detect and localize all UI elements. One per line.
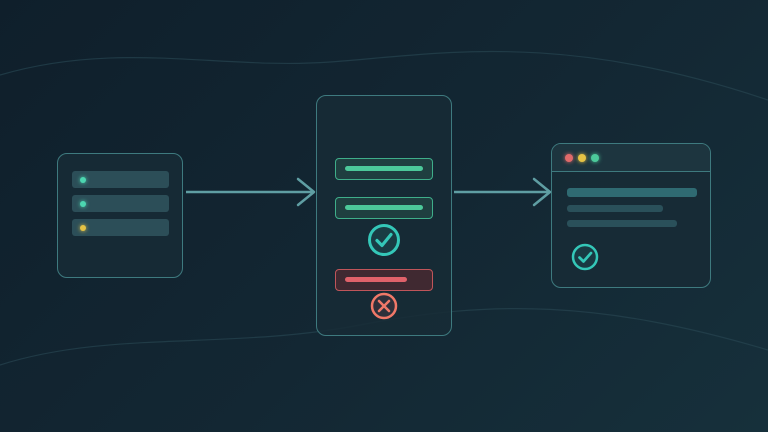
status-dot	[80, 225, 86, 231]
minimize-dot	[578, 154, 586, 162]
list-row	[72, 195, 169, 212]
close-dot	[565, 154, 573, 162]
list-row	[72, 219, 169, 236]
field-fill	[345, 205, 423, 210]
content-line	[567, 220, 677, 227]
check-circle-icon	[368, 224, 400, 256]
content-line	[567, 188, 697, 197]
status-dot	[80, 177, 86, 183]
flow-arrow-2	[454, 177, 552, 207]
maximize-dot	[591, 154, 599, 162]
check-circle-icon	[571, 243, 599, 271]
flow-arrow-1	[186, 177, 316, 207]
valid-field	[335, 197, 433, 219]
field-fill	[345, 166, 423, 171]
x-circle-icon	[370, 292, 398, 320]
valid-field	[335, 158, 433, 180]
validation-panel-card	[316, 95, 452, 336]
list-row	[72, 171, 169, 188]
browser-window-card	[551, 143, 711, 288]
content-line	[567, 205, 663, 212]
source-list-card	[57, 153, 183, 278]
browser-title-bar	[552, 144, 710, 172]
status-dot	[80, 201, 86, 207]
field-fill	[345, 277, 407, 282]
invalid-field	[335, 269, 433, 291]
